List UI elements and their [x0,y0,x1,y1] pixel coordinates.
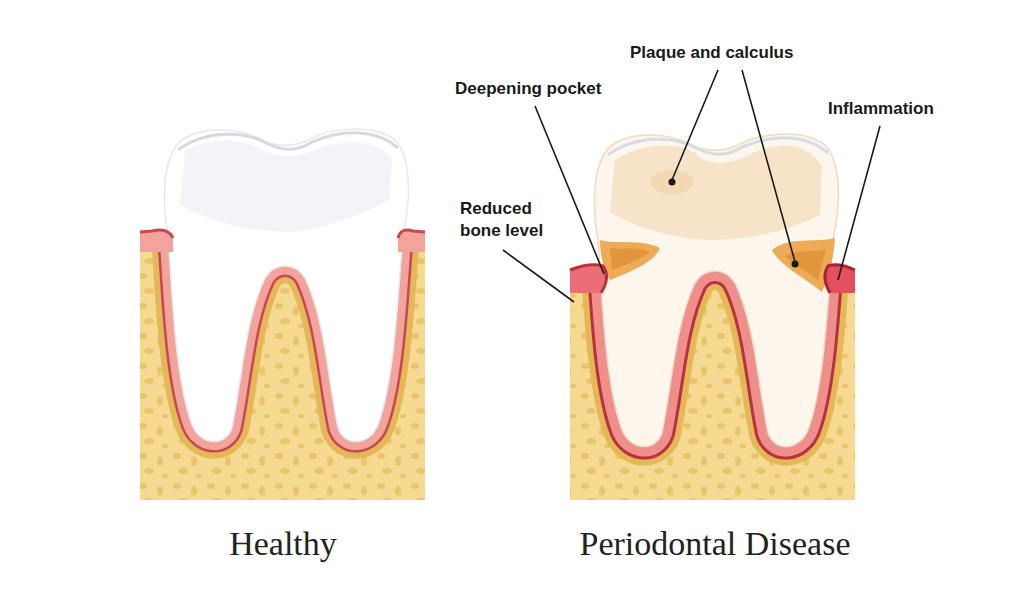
panel-caption: Periodontal Disease [580,524,851,564]
gum [398,230,425,252]
callout-label: Inflammation [828,98,934,120]
healthy-tooth [140,129,425,500]
callout-label: Reduced bone level [460,198,560,242]
leader-lines [503,70,880,302]
panel-caption: Healthy [229,524,337,564]
calculus [600,240,660,280]
plaque [650,170,694,194]
tooth [594,134,838,446]
callout-label: Plaque and calculus [630,42,793,64]
gum [825,265,855,293]
gum [140,230,173,252]
diseased-tooth [570,134,855,500]
callout-label: Deepening pocket [455,78,601,100]
tooth [164,129,408,441]
